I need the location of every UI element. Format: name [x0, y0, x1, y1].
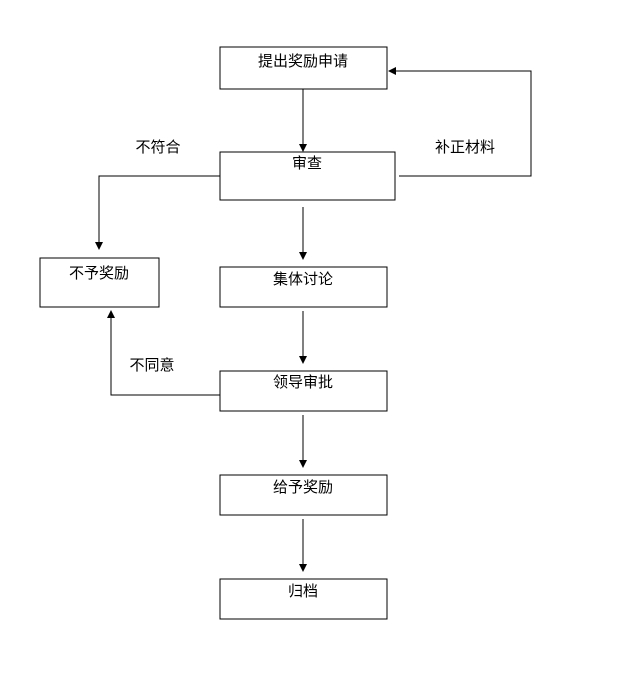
arrow-review-to-no-award: [95, 175, 220, 250]
node-leader-approval-box: [219, 370, 388, 412]
node-grant: 给予奖励: [219, 474, 388, 516]
node-leader-approval-label: 领导审批: [273, 373, 333, 391]
edge-label-not-compliant: 不符合: [135, 138, 180, 156]
node-no-award-label: 不予奖励: [69, 264, 129, 282]
edge-label-not-agreed: 不同意: [129, 356, 174, 374]
node-discussion: 集体讨论: [219, 266, 388, 308]
arrow-leader-to-no-award: [107, 310, 220, 396]
node-archive-box: [219, 578, 388, 620]
node-submit-box: [219, 46, 388, 90]
node-review-label: 审查: [292, 154, 322, 172]
node-submit: 提出奖励申请: [219, 46, 388, 90]
node-leader-approval: 领导审批: [219, 370, 388, 412]
node-archive-label: 归档: [288, 582, 318, 600]
node-no-award-box: [39, 257, 160, 308]
arrow-supplement-loop: [388, 67, 532, 177]
node-no-award: 不予奖励: [39, 257, 160, 308]
node-discussion-label: 集体讨论: [273, 270, 333, 288]
node-archive: 归档: [219, 578, 388, 620]
node-submit-label: 提出奖励申请: [258, 52, 348, 70]
node-discussion-box: [219, 266, 388, 308]
node-review-box: [219, 151, 396, 201]
node-review: 审查: [219, 151, 396, 201]
node-grant-label: 给予奖励: [273, 478, 333, 496]
edge-label-supplement: 补正材料: [435, 138, 495, 156]
node-grant-box: [219, 474, 388, 516]
